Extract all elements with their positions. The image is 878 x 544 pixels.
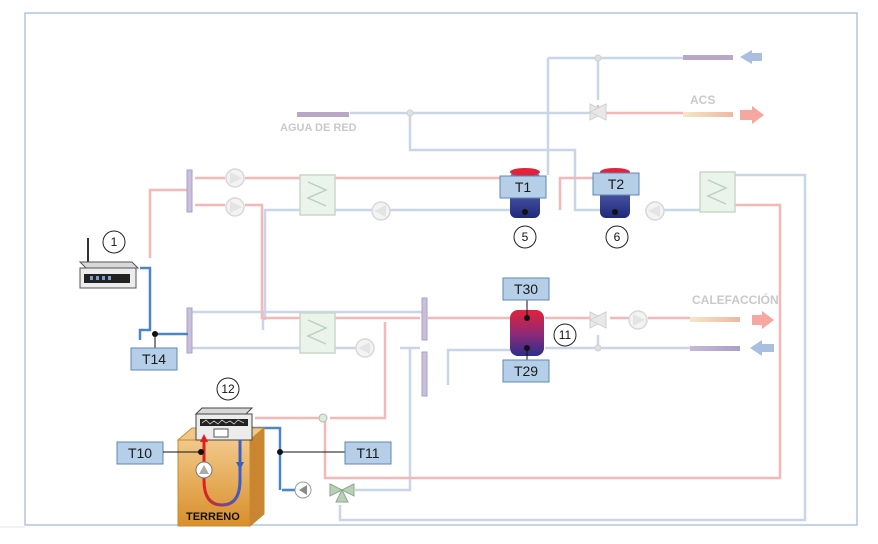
sensor-t30[interactable]: T30 [502, 277, 550, 301]
marker-1-text: 1 [111, 235, 118, 249]
marker-12-text: 12 [221, 382, 235, 396]
flow-arrows [740, 50, 774, 356]
three-way-valves [406, 54, 608, 352]
io-bars [297, 55, 740, 351]
arrow-out-calefaccion [752, 311, 774, 329]
sensor-t10[interactable]: T10 [116, 441, 164, 465]
marker-11-text: 11 [559, 328, 572, 342]
heat-exchanger-2 [299, 312, 336, 354]
sensor-t29[interactable]: T29 [502, 359, 550, 383]
heat-pump-unit-1 [78, 238, 140, 289]
sensor-t14[interactable]: T14 [130, 347, 178, 371]
terreno-label: TERRENO [186, 511, 240, 523]
bottom-valve [329, 483, 355, 503]
marker-6-text: 6 [614, 230, 621, 244]
sensor-t1[interactable]: T1 [499, 175, 547, 199]
arrow-out-acs [740, 106, 764, 124]
marker-1 [102, 230, 126, 254]
acs-label: ACS [690, 93, 715, 107]
sensor-t30-label: T30 [514, 281, 538, 297]
heat-exchanger-1 [299, 174, 336, 216]
arrow-in-acs [740, 50, 762, 64]
sensor-t14-label: T14 [142, 351, 166, 367]
heat-pump-unit-12 [194, 407, 254, 441]
sensor-t2-label: T2 [608, 176, 625, 192]
marker-5-text: 5 [522, 230, 529, 244]
sensor-t11[interactable]: T11 [344, 441, 392, 465]
sensor-t29-label: T29 [514, 363, 538, 379]
heat-exchangers [299, 171, 736, 354]
marker-11 [553, 323, 577, 347]
sensor-t11-label: T11 [356, 445, 379, 461]
arrow-in-calefaccion [750, 340, 774, 356]
marker-6 [605, 225, 629, 249]
marker-5 [513, 225, 537, 249]
sensor-t1-label: T1 [515, 179, 532, 195]
agua-de-red-label: AGUA DE RED [280, 122, 357, 134]
manifolds [186, 169, 428, 397]
ground-loop [202, 440, 242, 507]
marker-12 [216, 377, 240, 401]
number-markers [102, 225, 629, 401]
diagram-frame [24, 12, 858, 526]
cold-piping [190, 56, 807, 522]
sensor-t2[interactable]: T2 [592, 172, 640, 196]
calefaccion-label: CALEFACCIÓN [692, 292, 779, 307]
sensor-t10-label: T10 [128, 445, 152, 461]
